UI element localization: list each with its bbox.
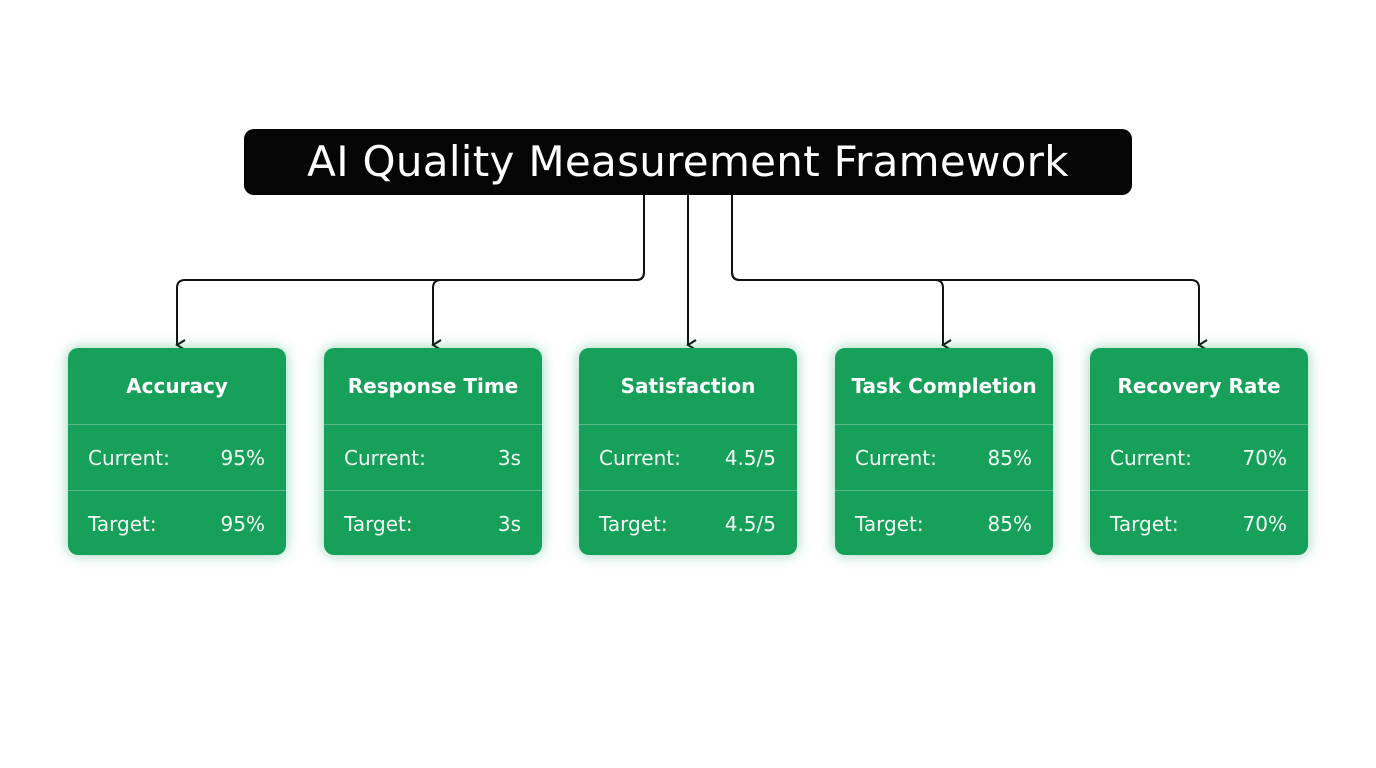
metric-card-response-time: Response Time Current: 3s Target: 3s xyxy=(324,348,542,555)
target-label: Target: xyxy=(344,511,413,536)
current-row: Current: 95% xyxy=(68,425,286,490)
current-label: Current: xyxy=(855,445,937,470)
current-label: Current: xyxy=(599,445,681,470)
current-label: Current: xyxy=(1110,445,1192,470)
connector-response-time xyxy=(431,195,645,351)
target-row: Target: 3s xyxy=(324,490,542,555)
target-value: 95% xyxy=(220,511,265,536)
target-value: 70% xyxy=(1242,511,1287,536)
target-label: Target: xyxy=(1110,511,1179,536)
target-row: Target: 4.5/5 xyxy=(579,490,797,555)
metric-name: Accuracy xyxy=(68,348,286,425)
current-value: 70% xyxy=(1242,445,1287,470)
current-value: 3s xyxy=(497,445,521,470)
metric-name: Satisfaction xyxy=(579,348,797,425)
current-row: Current: 3s xyxy=(324,425,542,490)
current-row: Current: 70% xyxy=(1090,425,1308,490)
current-row: Current: 4.5/5 xyxy=(579,425,797,490)
target-value: 3s xyxy=(497,511,521,536)
metric-card-accuracy: Accuracy Current: 95% Target: 95% xyxy=(68,348,286,555)
target-label: Target: xyxy=(855,511,924,536)
current-row: Current: 85% xyxy=(835,425,1053,490)
target-row: Target: 95% xyxy=(68,490,286,555)
metric-card-task-completion: Task Completion Current: 85% Target: 85% xyxy=(835,348,1053,555)
connector-accuracy xyxy=(175,195,645,351)
target-value: 4.5/5 xyxy=(724,511,776,536)
current-value: 95% xyxy=(220,445,265,470)
target-value: 85% xyxy=(987,511,1032,536)
connector-task-completion xyxy=(731,195,952,351)
current-label: Current: xyxy=(88,445,170,470)
target-row: Target: 70% xyxy=(1090,490,1308,555)
diagram-title: AI Quality Measurement Framework xyxy=(244,129,1132,195)
connector-recovery-rate xyxy=(731,195,1208,351)
metric-name: Task Completion xyxy=(835,348,1053,425)
metric-card-satisfaction: Satisfaction Current: 4.5/5 Target: 4.5/… xyxy=(579,348,797,555)
metric-name: Recovery Rate xyxy=(1090,348,1308,425)
metric-name: Response Time xyxy=(324,348,542,425)
target-row: Target: 85% xyxy=(835,490,1053,555)
metric-card-recovery-rate: Recovery Rate Current: 70% Target: 70% xyxy=(1090,348,1308,555)
current-value: 4.5/5 xyxy=(724,445,776,470)
target-label: Target: xyxy=(88,511,157,536)
current-value: 85% xyxy=(987,445,1032,470)
target-label: Target: xyxy=(599,511,668,536)
current-label: Current: xyxy=(344,445,426,470)
